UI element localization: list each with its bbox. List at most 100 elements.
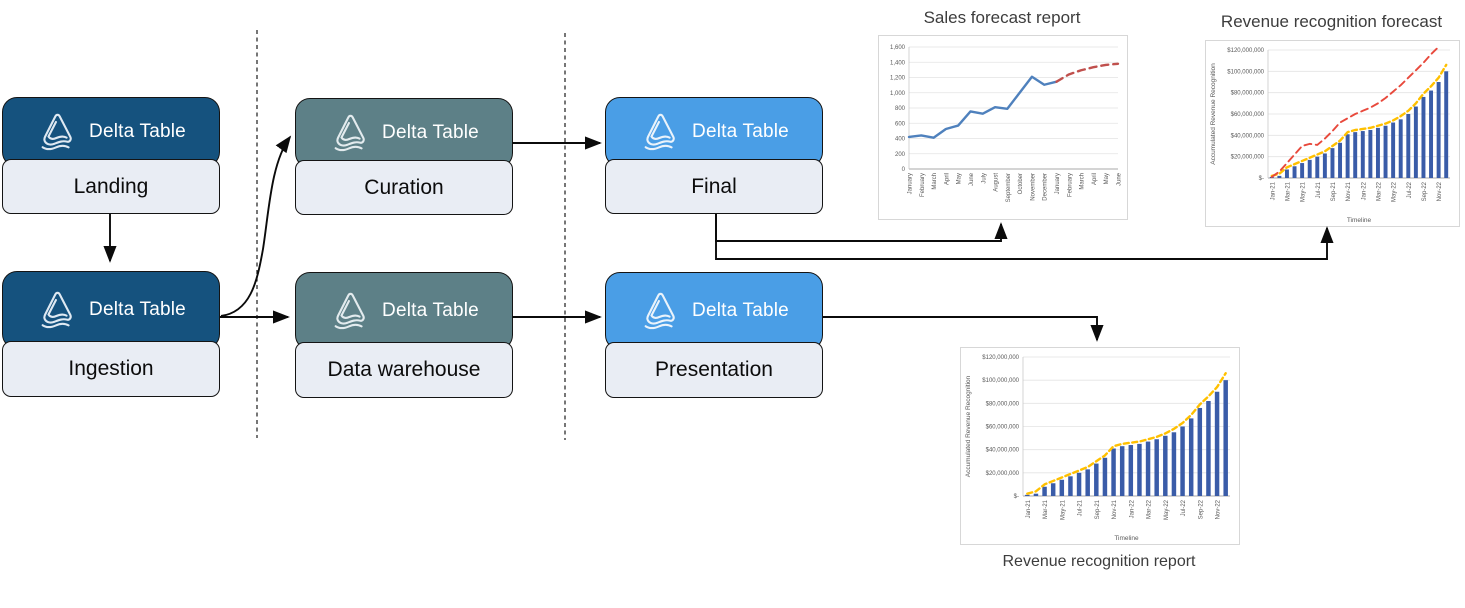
svg-text:Jan-21: Jan-21 [1270, 181, 1276, 200]
node-stage-text: Curation [364, 175, 444, 199]
svg-text:$100,000,000: $100,000,000 [1227, 69, 1264, 75]
node-title: Delta Table [382, 300, 479, 321]
revenue-recognition-forecast-chart-svg: $- $20,000,000 $40,000,000 $60,000,000 $80,0… [1210, 45, 1450, 224]
svg-text:Nov-21: Nov-21 [1346, 181, 1352, 201]
svg-text:1,000: 1,000 [890, 91, 906, 97]
node-stage-label: Data warehouse [295, 342, 513, 398]
svg-text:Accumulated Revenue Recognitio: Accumulated Revenue Recognition [965, 375, 972, 477]
svg-text:Jul-22: Jul-22 [1407, 181, 1413, 198]
delta-table-node-data-warehouse: Delta Table Data warehouse [295, 272, 513, 398]
svg-text:$100,000,000: $100,000,000 [982, 378, 1019, 384]
svg-text:Sep-22: Sep-22 [1198, 499, 1204, 519]
revenue-recognition-report-chart-svg: $-$20,000,000$40,000,000$60,000,000$80,0… [965, 355, 1230, 542]
svg-text:$-: $- [1259, 176, 1264, 182]
node-stage-label: Landing [2, 159, 220, 214]
node-stage-text: Data warehouse [327, 358, 481, 381]
svg-text:$-: $- [1014, 494, 1019, 500]
svg-text:May-21: May-21 [1301, 181, 1307, 202]
svg-text:$40,000,000: $40,000,000 [986, 448, 1020, 454]
svg-text:$80,000,000: $80,000,000 [1231, 91, 1265, 97]
node-header: Delta Table [295, 98, 513, 168]
svg-text:Sep-22: Sep-22 [1422, 181, 1428, 201]
svg-text:July: July [981, 173, 987, 184]
svg-text:200: 200 [895, 152, 906, 158]
node-stage-text: Final [691, 174, 737, 198]
svg-text:March: March [932, 173, 938, 190]
svg-text:Jan-22: Jan-22 [1361, 181, 1367, 200]
delta-lake-icon [334, 114, 365, 152]
delta-table-node-curation: Delta Table Curation [295, 98, 513, 215]
svg-text:Jul-21: Jul-21 [1078, 499, 1084, 516]
svg-text:May-22: May-22 [1164, 499, 1170, 520]
svg-text:September: September [1006, 173, 1012, 202]
svg-text:May: May [957, 173, 963, 184]
delta-lake-icon [334, 292, 365, 330]
svg-text:$120,000,000: $120,000,000 [1227, 48, 1264, 54]
svg-text:$20,000,000: $20,000,000 [1231, 155, 1265, 161]
svg-text:May: May [1104, 173, 1110, 184]
svg-text:Timeline: Timeline [1347, 217, 1372, 224]
node-header: Delta Table [605, 272, 823, 350]
svg-text:February: February [1067, 173, 1073, 197]
svg-text:May-21: May-21 [1060, 499, 1066, 520]
svg-text:January: January [1055, 173, 1061, 194]
node-stage-label: Ingestion [2, 341, 220, 397]
svg-text:April: April [1092, 173, 1098, 185]
forecast-chart-title: Revenue recognition forecast [1220, 12, 1443, 31]
revenue-recognition-report-chart: $-$20,000,000$40,000,000$60,000,000$80,0… [960, 347, 1240, 545]
svg-text:June: June [1117, 172, 1123, 186]
svg-text:$120,000,000: $120,000,000 [982, 355, 1019, 361]
svg-text:October: October [1018, 173, 1024, 194]
sales-forecast-chart-svg: 02004006008001,0001,2001,4001,600January… [890, 45, 1123, 202]
node-title: Delta Table [692, 300, 789, 321]
svg-text:Jul-21: Jul-21 [1316, 181, 1322, 198]
svg-text:February: February [920, 173, 926, 197]
node-header: Delta Table [2, 97, 220, 167]
arrow-presentation-to-report-chart [823, 316, 1104, 342]
svg-text:November: November [1030, 173, 1036, 201]
node-stage-label: Final [605, 159, 823, 214]
revenue-recognition-forecast-chart: $- $20,000,000 $40,000,000 $60,000,000 $80,0… [1205, 40, 1460, 227]
svg-text:Jan-22: Jan-22 [1129, 499, 1135, 518]
svg-text:Mar-22: Mar-22 [1147, 499, 1153, 519]
svg-text:$60,000,000: $60,000,000 [1231, 112, 1265, 118]
node-header: Delta Table [295, 272, 513, 350]
svg-text:$60,000,000: $60,000,000 [986, 425, 1020, 431]
svg-text:April: April [944, 173, 950, 185]
svg-text:Mar-21: Mar-21 [1285, 181, 1291, 201]
report-chart-title: Revenue recognition report [1002, 553, 1196, 570]
delta-table-node-final: Delta Table Final [605, 97, 823, 214]
svg-text:December: December [1043, 173, 1049, 201]
node-stage-text: Presentation [655, 358, 773, 381]
delta-lake-icon [41, 291, 72, 329]
svg-text:May-22: May-22 [1392, 181, 1398, 202]
node-stage-text: Landing [73, 174, 149, 198]
node-stage-label: Presentation [605, 342, 823, 398]
svg-text:Timeline: Timeline [1114, 535, 1139, 542]
node-stage-label: Curation [295, 160, 513, 215]
delta-lake-icon [644, 292, 675, 330]
svg-text:January: January [908, 173, 914, 194]
node-title: Delta Table [89, 121, 186, 142]
svg-text:1,400: 1,400 [890, 60, 906, 66]
svg-text:March: March [1080, 173, 1086, 190]
delta-table-node-landing: Delta Table Landing [2, 97, 220, 214]
svg-text:Sep-21: Sep-21 [1095, 499, 1101, 519]
delta-lake-icon [644, 113, 675, 151]
node-stage-text: Ingestion [68, 357, 154, 380]
svg-text:Jan-21: Jan-21 [1026, 499, 1032, 518]
svg-text:Nov-21: Nov-21 [1112, 499, 1118, 519]
delta-table-node-ingestion: Delta Table Ingestion [2, 271, 220, 397]
svg-text:$80,000,000: $80,000,000 [986, 401, 1020, 407]
delta-table-node-presentation: Delta Table Presentation [605, 272, 823, 398]
svg-text:June: June [969, 172, 975, 186]
arrow-ingestion-to-curation [220, 135, 292, 317]
svg-text:August: August [994, 173, 1000, 192]
svg-text:Nov-22: Nov-22 [1216, 499, 1222, 519]
svg-text:$40,000,000: $40,000,000 [1231, 133, 1265, 139]
node-title: Delta Table [382, 122, 479, 143]
svg-text:1,600: 1,600 [890, 45, 906, 51]
node-header: Delta Table [605, 97, 823, 167]
svg-text:1,200: 1,200 [890, 76, 906, 82]
